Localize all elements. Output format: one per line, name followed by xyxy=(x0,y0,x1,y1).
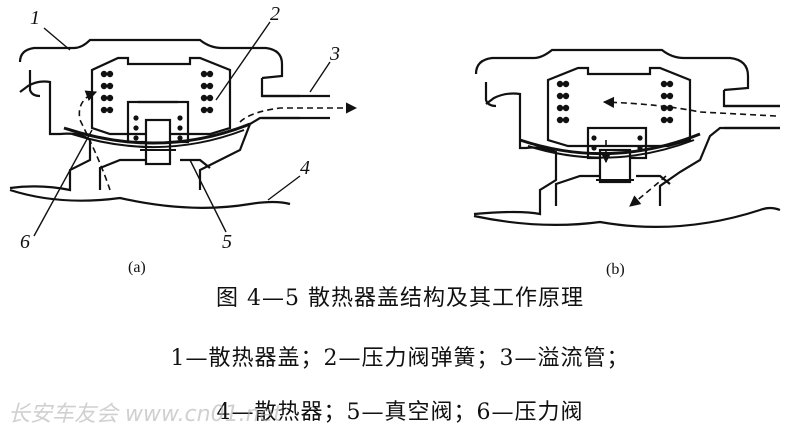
callout-1: 1 xyxy=(30,7,40,29)
callout-4: 4 xyxy=(300,157,310,179)
subfigure-label-a: (a) xyxy=(128,259,146,276)
callout-3: 3 xyxy=(329,43,340,65)
callout-5: 5 xyxy=(222,231,232,253)
overflow-pipe-a xyxy=(262,94,330,120)
pressure-spring-a xyxy=(100,70,214,141)
radiator-body-a xyxy=(9,80,92,192)
pressure-spring-b xyxy=(556,80,674,151)
watermark: 长安车友会 www.cn01.net xyxy=(8,402,282,427)
cap-outer-a xyxy=(18,38,284,80)
figure-caption: 图 4—5 散热器盖结构及其工作原理 xyxy=(216,286,584,311)
callout-2: 2 xyxy=(270,3,280,25)
panel-a xyxy=(9,38,330,209)
flow-arrows-a xyxy=(78,90,358,191)
legend-line-1: 1—散热器盖；2—压力阀弹簧；3—溢流管； xyxy=(170,346,630,371)
leader-lines-a xyxy=(33,21,331,237)
panel-b xyxy=(473,48,781,228)
callout-6: 6 xyxy=(20,231,30,253)
flow-arrows-b xyxy=(600,96,777,207)
cap-outer-b xyxy=(474,48,750,92)
subfigure-label-b: (b) xyxy=(606,261,625,278)
legend-line-2: 4—散热器；5—真空阀；6—压力阀 xyxy=(216,400,584,425)
callout-labels: 1 2 3 4 5 6 xyxy=(20,3,340,253)
radiator-body-b xyxy=(473,92,558,216)
overflow-pipe-b xyxy=(724,104,780,130)
